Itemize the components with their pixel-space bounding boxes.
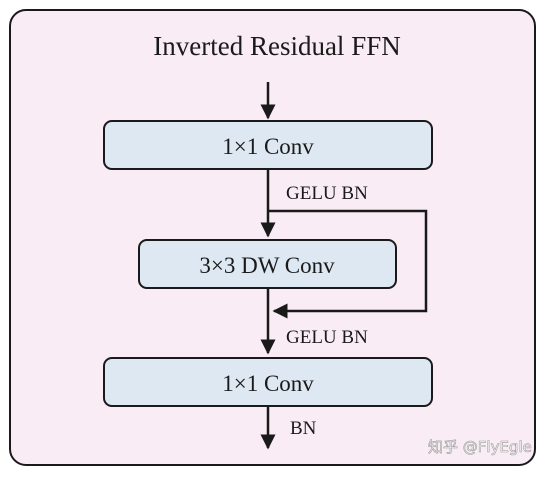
watermark-text: 知乎 @FlyEgle [428,438,532,456]
edge-label-gelu-bn-2: GELU BN [286,327,368,348]
edge-label-bn: BN [290,418,317,439]
edge-label-gelu-bn-1: GELU BN [286,183,368,204]
diagram-title: Inverted Residual FFN [153,31,400,61]
residual-connection [268,209,428,319]
conv1x1-label-top: 1×1 Conv [222,134,314,159]
dwconv-label: 3×3 DW Conv [199,253,335,278]
conv1x1-label-bottom: 1×1 Conv [222,371,314,396]
